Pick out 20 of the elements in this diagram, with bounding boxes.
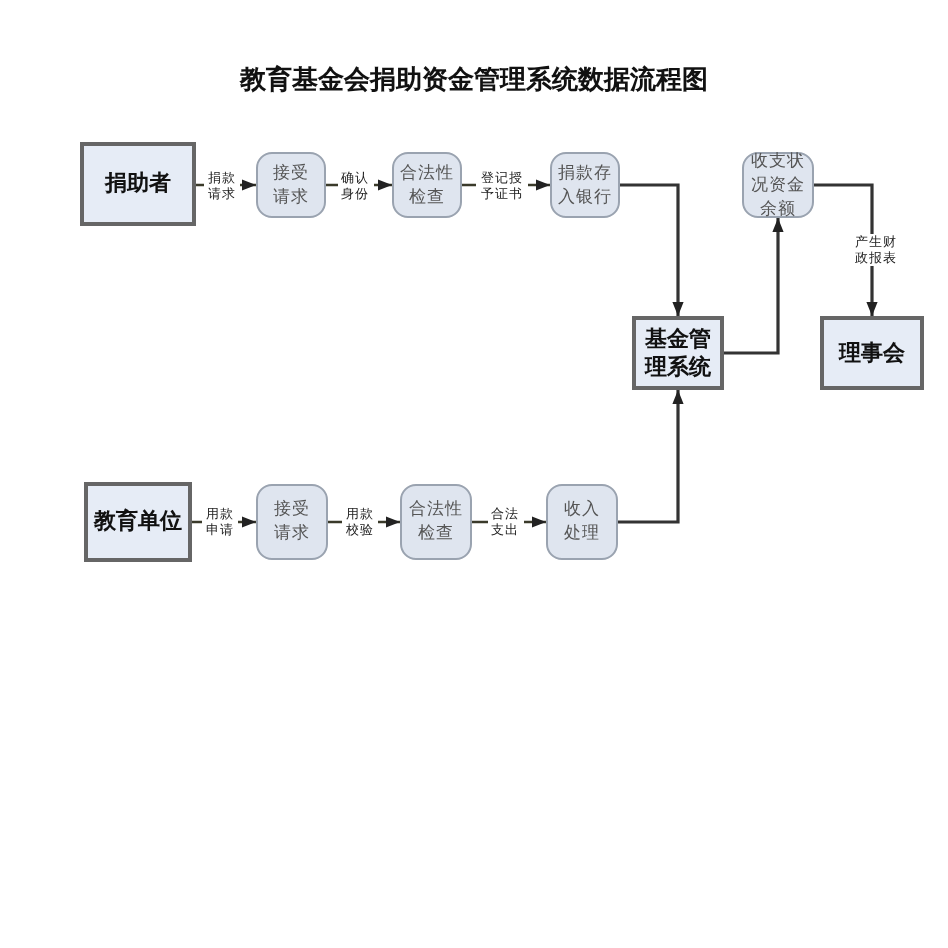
process-box: 合法性检查 xyxy=(400,484,472,560)
arrow xyxy=(328,516,400,528)
arrow xyxy=(472,516,546,528)
process-box: 收入处理 xyxy=(546,484,618,560)
process-box: 合法性检查 xyxy=(392,152,462,218)
arrow xyxy=(192,516,256,528)
process-box: 接受请求 xyxy=(256,484,328,560)
arrow xyxy=(620,183,684,316)
arrow xyxy=(724,218,784,355)
arrow xyxy=(196,179,256,191)
arrow xyxy=(326,179,392,191)
entity-box: 理事会 xyxy=(820,316,924,390)
entity-box: 教育单位 xyxy=(84,482,192,562)
diagram-title: 教育基金会捐助资金管理系统数据流程图 xyxy=(237,63,710,98)
arrow xyxy=(618,390,684,524)
process-box: 接受请求 xyxy=(256,152,326,218)
entity-box: 捐助者 xyxy=(80,142,196,226)
process-box: 捐款存入银行 xyxy=(550,152,620,218)
entity-box: 基金管理系统 xyxy=(632,316,724,390)
process-box: 收支状况资金余额 xyxy=(742,152,814,218)
